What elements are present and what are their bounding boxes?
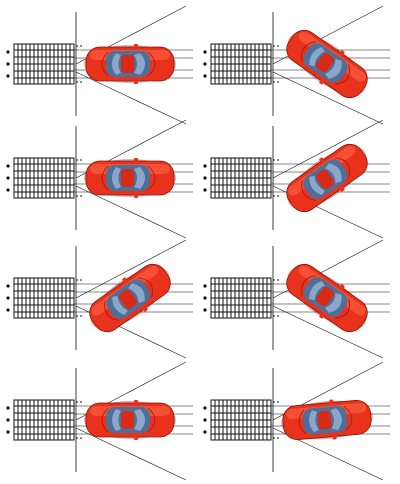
sight-line [272,71,384,125]
diagram-panel [5,119,193,239]
red-sedan-icon [278,395,376,445]
barrier-stripes-icon [5,157,85,199]
red-sedan-icon [83,43,177,85]
red-sedan-icon [83,399,177,441]
barrier-stripes-icon [202,399,282,441]
sight-line [75,427,187,481]
barrier-stripes-icon [202,157,282,199]
sight-line [75,239,187,299]
barrier-stripes-icon [202,43,282,85]
barrier-stripes-icon [5,399,85,441]
diagram-panel [5,5,193,125]
red-sedan-icon [80,254,180,342]
red-sedan-icon [277,254,377,342]
red-sedan-icon [277,20,377,108]
diagram-panel [202,361,390,481]
barrier-stripes-icon [5,277,85,319]
diagram-panel [202,5,390,125]
diagram-panel [202,239,390,359]
sight-line [272,305,384,359]
diagram-panel [5,361,193,481]
barrier-stripes-icon [202,277,282,319]
diagram-panel [202,119,390,239]
red-sedan-icon [277,134,377,222]
diagram-panel [5,239,193,359]
sight-line [75,71,187,125]
barrier-stripes-icon [5,43,85,85]
sight-line [75,185,187,239]
sight-line [272,119,384,179]
red-sedan-icon [83,157,177,199]
